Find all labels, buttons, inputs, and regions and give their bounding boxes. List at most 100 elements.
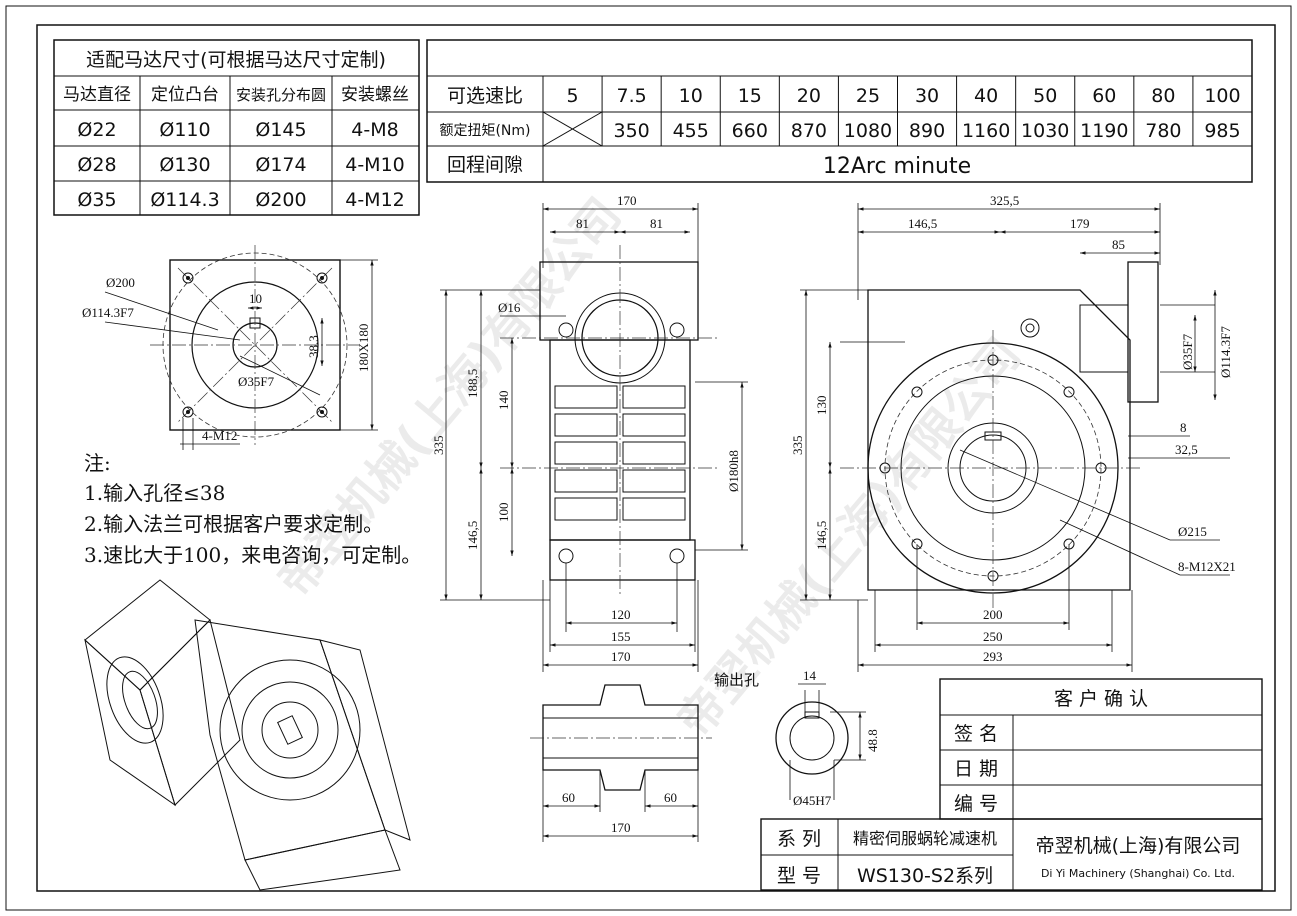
backlash-value: 12Arc minute: [823, 154, 971, 179]
front-width-total: 170: [617, 193, 637, 208]
out-bore: Ø45H7: [793, 793, 832, 808]
front-h-lower: 146,5: [465, 521, 480, 550]
front-h-140: 140: [496, 391, 511, 411]
side-w85: 85: [1112, 237, 1125, 252]
ratio-value: 25: [856, 85, 880, 107]
ratio-value: 50: [1033, 85, 1057, 107]
motor-cell-2-2: Ø200: [255, 189, 306, 211]
company-cn: 帝翌机械(上海)有限公司: [1036, 835, 1241, 857]
side-w-left: 146,5: [908, 216, 937, 231]
flange-key-depth: 38.3: [306, 335, 321, 358]
front-half-left: 81: [576, 216, 589, 231]
motor-cell-0-3: 4-M8: [351, 119, 398, 141]
motor-cell-2-1: Ø114.3: [150, 189, 219, 211]
ratio-label: 可选速比: [447, 85, 523, 107]
side-w293: 293: [983, 649, 1003, 664]
side-d32: 32,5: [1175, 442, 1198, 457]
side-d35: Ø35F7: [1180, 333, 1195, 370]
note-3: 3.速比大于100，来电咨询，可定制。: [84, 543, 421, 567]
model-value: WS130-S2系列: [857, 865, 993, 887]
side-d8: 8: [1180, 420, 1187, 435]
front-hole: Ø16: [498, 300, 521, 315]
side-bolts: 8-M12X21: [1178, 559, 1236, 574]
side-h130: 130: [814, 396, 829, 416]
front-h-total: 335: [431, 436, 446, 456]
motor-cell-0-2: Ø145: [255, 119, 306, 141]
note-1: 1.输入孔径≤38: [84, 481, 225, 505]
front-bore: Ø180h8: [726, 450, 741, 492]
flange-view: Ø200 Ø114.3F7 10 38.3 Ø35F7 180X180 4-M1…: [82, 245, 378, 450]
backlash-label: 回程间隙: [447, 154, 523, 176]
motor-cell-1-2: Ø174: [255, 154, 306, 176]
motor-header-2: 安装孔分布圆: [236, 86, 326, 104]
outer-border: [5, 5, 1292, 911]
out-l-left: 60: [562, 790, 575, 805]
flange-d114: Ø114.3F7: [82, 305, 134, 320]
torque-value: 1030: [1021, 120, 1069, 142]
confirm-title: 客 户 确 认: [1054, 688, 1148, 710]
torque-value: 870: [791, 120, 827, 142]
side-w250: 250: [983, 629, 1003, 644]
model-label: 型 号: [777, 865, 821, 887]
motor-cell-1-1: Ø130: [159, 154, 210, 176]
ratio-value: 15: [738, 85, 762, 107]
output-hole-label: 输出孔: [714, 671, 759, 689]
flange-d200: Ø200: [106, 275, 135, 290]
out-l-total: 170: [611, 820, 631, 835]
date-label: 日 期: [954, 758, 998, 780]
motor-header-0: 马达直径: [63, 85, 131, 105]
ratio-value: 20: [797, 85, 821, 107]
flange-key-width: 10: [249, 291, 262, 306]
notes-title: 注:: [84, 451, 111, 475]
flange-bore: Ø35F7: [238, 374, 275, 389]
side-view: 325,5 146,5 179 85 335 130 146,5: [790, 193, 1236, 672]
motor-header-1: 定位凸台: [151, 85, 219, 105]
ratio-value: 5: [566, 85, 578, 107]
isometric-view: [84, 579, 411, 891]
motor-cell-1-0: Ø28: [77, 154, 116, 176]
title-block: 客 户 确 认 签 名 日 期 编 号 系 列 精密伺服蜗轮减速机 型 号 WS…: [760, 678, 1263, 891]
motor-cell-1-3: 4-M10: [345, 154, 405, 176]
motor-table-title: 适配马达尺寸(可根据马达尺寸定制): [86, 49, 386, 71]
sign-label: 签 名: [954, 723, 998, 745]
motor-table: 适配马达尺寸(可根据马达尺寸定制) 马达直径 定位凸台 安装孔分布圆 安装螺丝 …: [53, 39, 420, 216]
front-view: 170 81 81 Ø16 335 188,5 146,5: [431, 193, 748, 672]
motor-cell-2-3: 4-M12: [345, 189, 405, 211]
output-section: 60 60 170: [530, 684, 712, 842]
motor-cell-0-1: Ø110: [159, 119, 210, 141]
series-label: 系 列: [777, 828, 821, 850]
front-w155: 155: [611, 629, 631, 644]
front-half-right: 81: [650, 216, 663, 231]
front-h-upper: 188,5: [465, 369, 480, 398]
side-w-right: 179: [1070, 216, 1090, 231]
motor-cell-2-0: Ø35: [77, 189, 116, 211]
series-value: 精密伺服蜗轮减速机: [853, 829, 997, 848]
torque-value: 890: [909, 120, 945, 142]
torque-value: 1190: [1080, 120, 1128, 142]
torque-value: 1160: [962, 120, 1010, 142]
out-depth: 48.8: [865, 729, 880, 752]
ratio-value: 30: [915, 85, 939, 107]
front-w120: 120: [611, 607, 631, 622]
company-en: Di Yi Machinery (Shanghai) Co. Ltd.: [1041, 867, 1235, 880]
watermark: 帝翌机械(上海)有限公司 帝翌机械(上海)有限公司: [267, 188, 1031, 747]
torque-value: 1080: [844, 120, 892, 142]
torque-label: 额定扭矩(Nm): [439, 123, 530, 139]
ratio-value: 40: [974, 85, 998, 107]
front-w170: 170: [611, 649, 631, 664]
motor-header-3: 安装螺丝: [341, 85, 409, 105]
side-d114: Ø114.3F7: [1218, 326, 1233, 378]
ratio-value: 10: [679, 85, 703, 107]
side-d215: Ø215: [1178, 524, 1207, 539]
flange-bolts: 4-M12: [202, 428, 237, 443]
ratio-value: 80: [1151, 85, 1175, 107]
side-h-lower: 146,5: [814, 521, 829, 550]
side-h-total: 335: [790, 436, 805, 456]
note-2: 2.输入法兰可根据客户要求定制。: [84, 512, 383, 536]
ratio-value: 60: [1092, 85, 1116, 107]
output-hole-view: 输出孔 14 48.8 Ø45H7: [714, 668, 880, 808]
flange-square: 180X180: [356, 324, 371, 372]
ratio-value: 100: [1204, 85, 1240, 107]
